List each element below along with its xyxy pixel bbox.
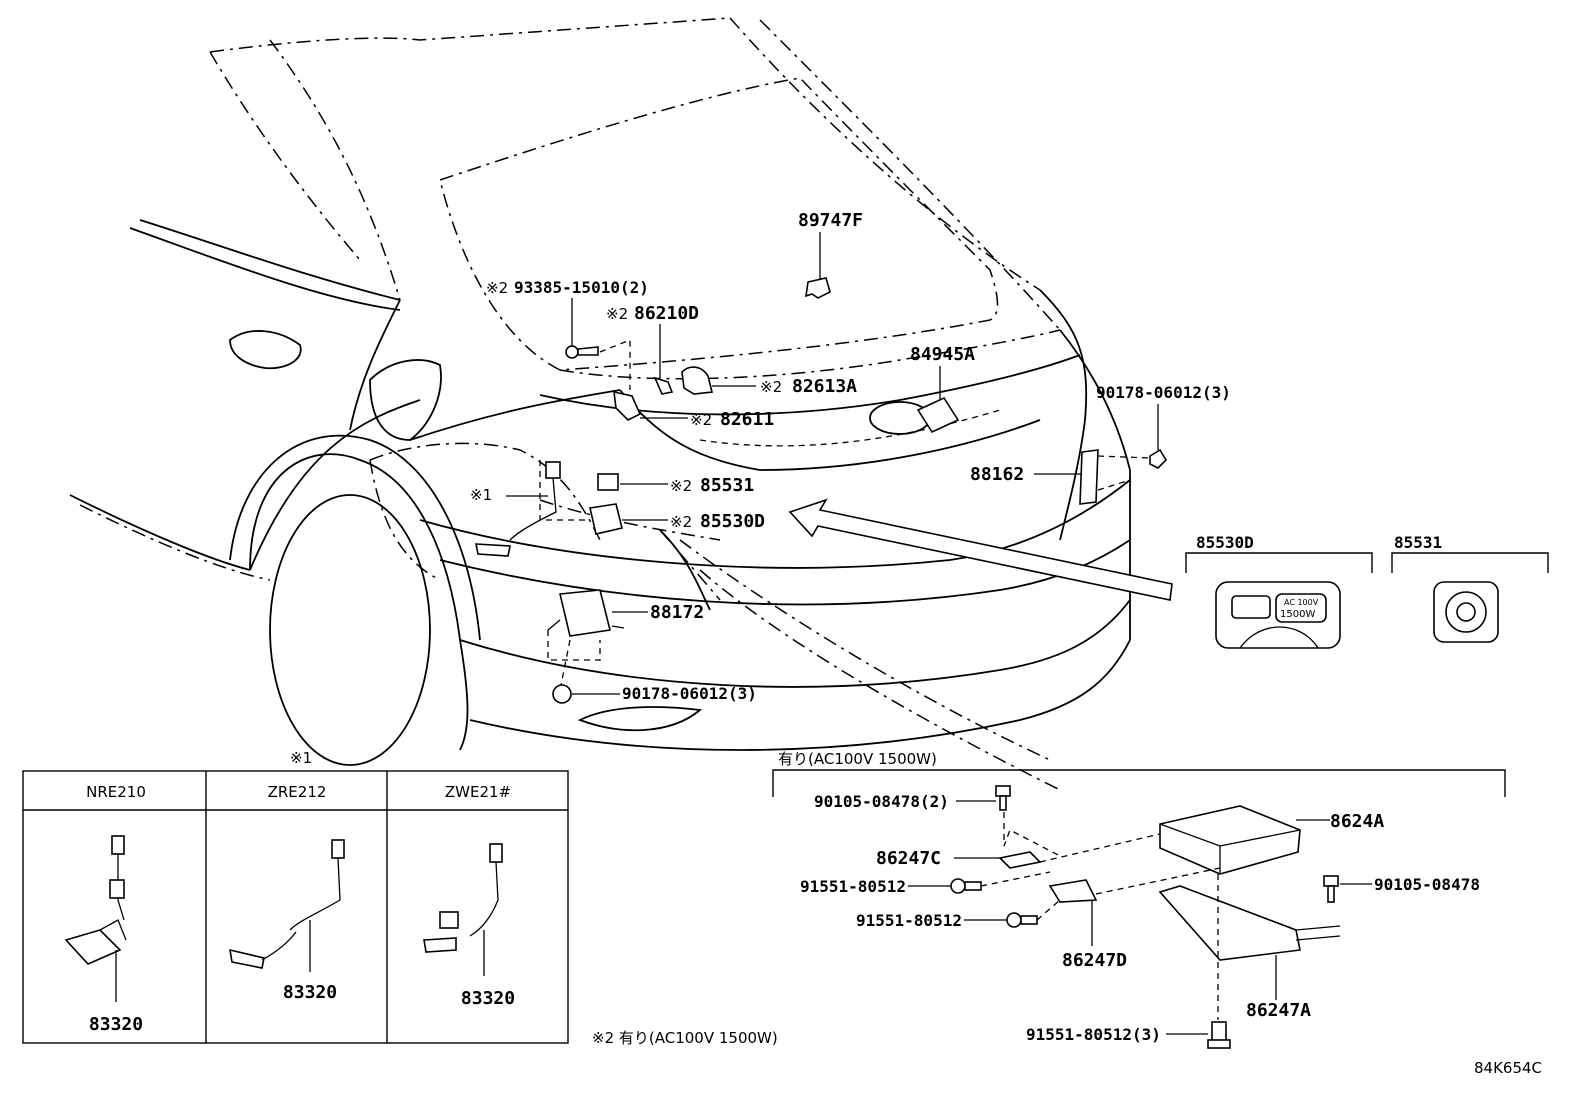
part-88162-shape [1034,449,1151,505]
bolt-90105b [1323,875,1372,903]
detail-ac-label: AC 100V [1284,598,1319,607]
note2-mark-86210D: ※2 [606,305,628,323]
label-91551c: 91551-80512(3) [1026,1025,1161,1044]
variant-part-1: 83320 [283,982,337,1003]
part-82611-shape [613,390,688,421]
label-90178a: 90178-06012(3) [1096,383,1231,402]
detail-arrow [788,498,1173,601]
bolt-91551b [964,912,1038,928]
part-86210D-shape [653,324,674,395]
detail-label-85530D: 85530D [1196,533,1254,552]
bolt-91551c [1166,1021,1231,1049]
label-89747F: 89747F [798,210,863,231]
variant-model-1: ZRE212 [268,783,327,801]
variants-table [22,770,569,1044]
car-body-outline [69,17,1131,791]
variant-part-0: 83320 [89,1014,143,1035]
label-85530D: 85530D [700,511,765,532]
label-90105b: 90105-08478 [1374,875,1480,894]
note2-mark-82613A: ※2 [760,378,782,396]
note1-mark-harness: ※1 [470,486,492,504]
label-84945A: 84945A [910,344,975,365]
label-90105a: 90105-08478(2) [814,792,949,811]
part-93385-shape [565,298,631,390]
label-86247C: 86247C [876,848,941,869]
part-84945A-shape [916,366,960,434]
label-88172: 88172 [650,602,704,623]
detail-label-85531: 85531 [1394,533,1442,552]
part-90178b-shape [552,684,620,704]
label-85531: 85531 [700,475,754,496]
part-82613A-shape [681,366,756,395]
part-89747F-shape [805,232,831,299]
bolt-90105a [956,785,1011,811]
label-8624A: 8624A [1330,811,1384,832]
label-86247A: 86247A [1246,1000,1311,1021]
label-82611: 82611 [720,409,774,430]
harness-zre212 [229,839,345,972]
note2-mark-93385: ※2 [486,279,508,297]
label-86247D: 86247D [1062,950,1127,971]
detail-watt-label: 1500W [1280,609,1315,620]
note2-mark-85530D: ※2 [670,513,692,531]
label-91551b: 91551-80512 [856,911,962,930]
note2-mark-85531: ※2 [670,477,692,495]
variant-model-2: ZWE21# [445,783,511,801]
part-85530D-shape [589,503,668,535]
variant-model-0: NRE210 [86,783,146,801]
variants-note-mark: ※1 [290,749,312,767]
label-86210D: 86210D [634,303,699,324]
footnote: ※2 有り(AC100V 1500W) [592,1029,778,1047]
label-91551a: 91551-80512 [800,877,906,896]
harness-zwe21 [423,843,503,976]
inverter-group-title: 有り(AC100V 1500W) [778,750,937,768]
detail-85531 [1391,552,1549,643]
note2-mark-82611: ※2 [690,411,712,429]
part-harness-note1-shape [475,460,590,557]
inverter-group [772,769,1506,1049]
part-90178a-shape [1149,404,1168,469]
part-85531-shape [597,473,668,491]
harness-nre210 [64,835,127,1002]
label-82613A: 82613A [792,376,857,397]
label-90178b: 90178-06012(3) [622,684,757,703]
label-88162: 88162 [970,464,1024,485]
part-88172-shape [547,589,648,691]
bolt-91551a [908,878,982,894]
diagram-code: 84K654C [1474,1059,1542,1077]
variant-part-2: 83320 [461,988,515,1009]
label-93385: 93385-15010(2) [514,278,649,297]
detail-85530D [1185,552,1373,649]
